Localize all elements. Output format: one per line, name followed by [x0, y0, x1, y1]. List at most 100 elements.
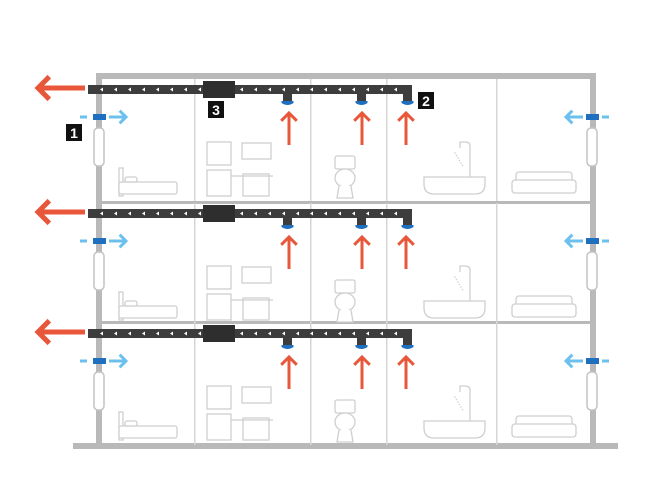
duct-drop [283, 85, 292, 101]
flow-arrow-icon [296, 87, 299, 92]
exhaust-duct [88, 85, 412, 94]
water-drop [455, 154, 458, 157]
pedestal [336, 309, 354, 323]
room-divider [194, 323, 196, 445]
air-inlet [586, 114, 599, 120]
pedestal [336, 429, 354, 443]
arrow-head [280, 110, 298, 122]
radiator [586, 251, 598, 291]
flow-arrow-icon [198, 87, 201, 92]
bed-icon [118, 411, 178, 441]
extract-arrow-icon [280, 234, 298, 269]
flow-arrow-icon [366, 211, 369, 216]
flow-arrow-icon [394, 211, 397, 216]
water-drop [457, 401, 459, 403]
room-divider [310, 323, 312, 445]
radiator [93, 127, 105, 167]
extract-diffuser [401, 225, 414, 229]
arrow-head [34, 74, 52, 102]
bathtub-icon [423, 265, 486, 319]
arrow-head [397, 234, 415, 246]
flow-arrow-icon [128, 87, 131, 92]
arrow-head [563, 233, 574, 249]
pillow [124, 300, 138, 307]
room-divider [496, 203, 498, 325]
fan-unit [203, 325, 235, 342]
water-drop [454, 152, 456, 154]
label-3-fan-unit: 3 [208, 101, 224, 118]
supply-arrow-icon [109, 353, 129, 369]
pedestal [336, 185, 354, 199]
exhaust-duct [88, 329, 412, 338]
extract-arrow-icon [397, 110, 415, 145]
flow-arrow-icon [114, 331, 117, 336]
flow-arrow-icon [296, 211, 299, 216]
fan-unit [203, 205, 235, 222]
arrow-head [118, 109, 129, 125]
radiator [586, 127, 598, 167]
extract-arrow-icon [280, 110, 298, 145]
label-2-extract-diffuser: 2 [418, 92, 434, 109]
duct-drop [403, 209, 412, 225]
flow-arrow-icon [170, 87, 173, 92]
air-inlet [93, 114, 106, 120]
bathtub-icon [423, 385, 486, 439]
tank [334, 279, 356, 294]
flow-arrow-icon [380, 211, 383, 216]
fan-unit [203, 81, 235, 98]
flow-arrow-icon [254, 87, 257, 92]
shower-pipe [459, 141, 471, 177]
air-inlet [93, 238, 106, 244]
flow-arrow-icon [310, 331, 313, 336]
air-inlet [93, 358, 106, 364]
flow-arrow-icon [366, 87, 369, 92]
flow-arrow-icon [156, 87, 159, 92]
flow-arrow-icon [100, 87, 103, 92]
svg-text:3: 3 [212, 102, 220, 118]
ground-slab [73, 443, 618, 449]
tub [423, 176, 486, 195]
flow-arrow-icon [282, 211, 285, 216]
cabinet [242, 417, 270, 441]
label-1-inlet: 1 [66, 124, 82, 141]
floor-slab [96, 201, 596, 204]
flow-arrow-icon [366, 331, 369, 336]
bed-base [118, 305, 178, 319]
floor-2 [34, 198, 612, 325]
flow-arrow-icon [114, 87, 117, 92]
supply-arrow-icon [563, 353, 583, 369]
radiator [93, 371, 105, 411]
extract-diffuser [281, 101, 294, 105]
duct-drop [283, 329, 292, 345]
flow-arrow-icon [352, 87, 355, 92]
flow-arrow-icon [338, 331, 341, 336]
flow-arrow-icon [254, 331, 257, 336]
water-drop [457, 281, 459, 283]
svg-text:2: 2 [422, 93, 430, 109]
kitchen-icon [206, 141, 273, 197]
exhaust-arrow-icon [34, 318, 85, 346]
arrow-head [34, 198, 52, 226]
flow-arrow-icon [324, 211, 327, 216]
water-drop [461, 164, 464, 167]
water-drop [454, 276, 456, 278]
duct-drop [357, 85, 366, 101]
tank [334, 155, 356, 170]
floor-3 [34, 318, 612, 445]
flow-arrow-icon [128, 211, 131, 216]
cabinet [242, 173, 270, 197]
water-drop [460, 286, 462, 288]
flow-arrow-icon [310, 211, 313, 216]
stove [206, 413, 232, 441]
room-divider [386, 203, 388, 325]
extract-diffuser [355, 345, 368, 349]
bed-base [118, 181, 178, 195]
extract-diffuser [281, 225, 294, 229]
radiator [586, 371, 598, 411]
flow-arrow-icon [128, 331, 131, 336]
bowl [334, 292, 356, 312]
arrow-head [34, 318, 52, 346]
roof [96, 73, 596, 79]
flow-arrow-icon [268, 87, 271, 92]
kitchen-icon [206, 385, 273, 441]
